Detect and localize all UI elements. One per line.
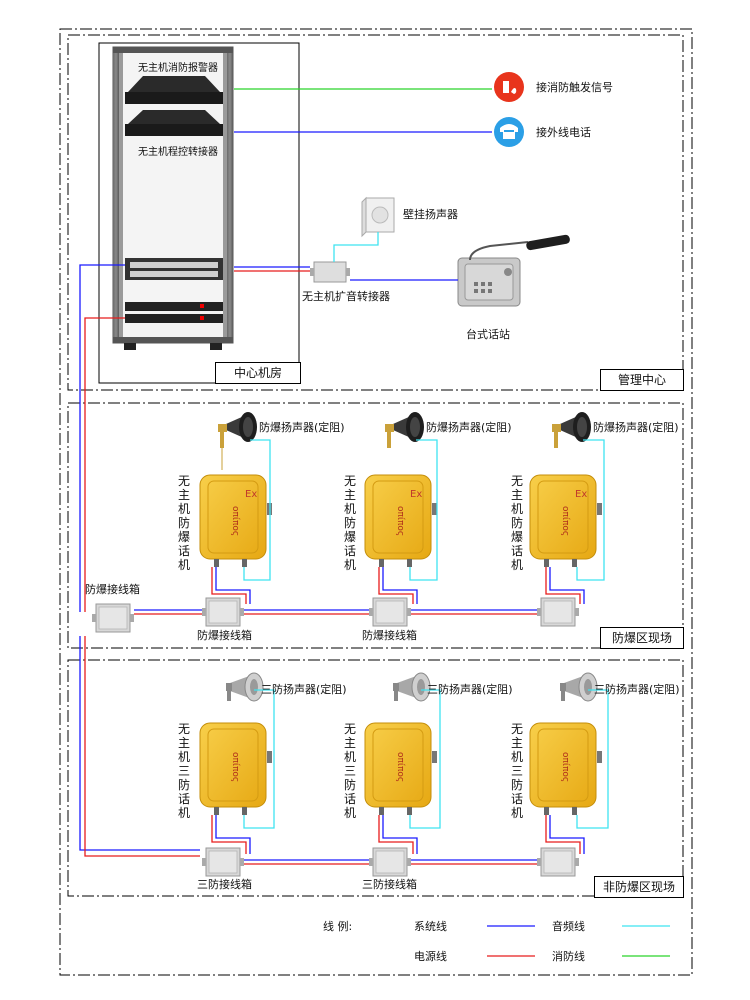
tri-proof-speaker-2 bbox=[392, 672, 431, 702]
tri-proof-junction-box-3 bbox=[536, 847, 580, 877]
pa-adapter-box bbox=[310, 261, 350, 283]
tri-proof-speaker-label-1: 三防扬声器(定阻) bbox=[261, 683, 347, 696]
explosion-junction-box-main bbox=[91, 603, 135, 633]
explosion-junction-label-1: 防爆接线箱 bbox=[197, 629, 252, 642]
ex-badge-1: Ex bbox=[245, 489, 258, 500]
desk-station-label: 台式话站 bbox=[466, 328, 510, 341]
tri-proof-junction-label-2: 三防接线箱 bbox=[362, 878, 417, 891]
explosion-speaker-1 bbox=[218, 412, 257, 448]
center-room-label: 中心机房 bbox=[215, 362, 301, 384]
tri-phone-brand-2: οπίπος bbox=[395, 752, 405, 783]
ex-badge-3: Ex bbox=[575, 489, 588, 500]
tri-proof-speaker-label-3: 三防扬声器(定阻) bbox=[594, 683, 680, 696]
explosion-phone-label-1: 无主机防爆话机 bbox=[177, 474, 190, 572]
explosion-junction-label-2: 防爆接线箱 bbox=[362, 629, 417, 642]
fire-signal-icon bbox=[494, 72, 524, 102]
outside-phone-label: 接外线电话 bbox=[536, 126, 591, 139]
equipment-rack bbox=[112, 46, 234, 350]
pa-adapter-label: 无主机扩音转接器 bbox=[302, 290, 390, 303]
explosion-zone-label: 防爆区现场 bbox=[600, 627, 684, 649]
phone-icon bbox=[494, 117, 524, 147]
legend-title: 线 例: bbox=[323, 920, 353, 933]
explosion-speaker-label-3: 防爆扬声器(定阻) bbox=[593, 421, 679, 434]
explosion-speaker-3 bbox=[552, 412, 591, 448]
tri-proof-junction-label-1: 三防接线箱 bbox=[197, 878, 252, 891]
explosion-junction-box-2 bbox=[368, 597, 412, 627]
ex-badge-2: Ex bbox=[410, 489, 423, 500]
phone-brand-2: οπίπος bbox=[395, 506, 405, 537]
management-center-label: 管理中心 bbox=[600, 369, 684, 391]
desk-station-icon bbox=[457, 234, 570, 307]
tri-proof-phone-label-3: 无主机三防话机 bbox=[510, 722, 523, 820]
phone-brand-1: οπίπος bbox=[230, 506, 240, 537]
tri-proof-speaker-label-2: 三防扬声器(定阻) bbox=[427, 683, 513, 696]
fire-alarm-device-label: 无主机消防报警器 bbox=[138, 63, 218, 74]
explosion-speaker-2 bbox=[385, 412, 424, 448]
non-explosion-zone-label: 非防爆区现场 bbox=[594, 876, 684, 898]
legend-fire-label: 消防线 bbox=[552, 950, 585, 963]
legend-system-label: 系统线 bbox=[414, 920, 447, 933]
tri-proof-junction-box-2 bbox=[368, 847, 412, 877]
legend-audio-label: 音频线 bbox=[552, 920, 585, 933]
explosion-speaker-label-1: 防爆扬声器(定阻) bbox=[259, 421, 345, 434]
tri-proof-speaker-1 bbox=[225, 672, 264, 702]
tri-proof-junction-box-1 bbox=[201, 847, 245, 877]
explosion-phone-label-2: 无主机防爆话机 bbox=[343, 474, 356, 572]
wall-speaker-icon bbox=[361, 196, 395, 238]
tri-proof-phone-label-2: 无主机三防话机 bbox=[343, 722, 356, 820]
phone-brand-3: οπίπος bbox=[560, 506, 570, 537]
tri-phone-brand-1: οπίπος bbox=[230, 752, 240, 783]
tri-phone-brand-3: οπίπος bbox=[560, 752, 570, 783]
wall-speaker-label: 壁挂扬声器 bbox=[403, 208, 458, 221]
explosion-junction-box-1 bbox=[201, 597, 245, 627]
fire-signal-label: 接消防触发信号 bbox=[536, 81, 613, 94]
explosion-junction-box-3 bbox=[536, 597, 580, 627]
tri-proof-speaker-3 bbox=[559, 672, 598, 702]
pbx-device-label: 无主机程控转接器 bbox=[138, 147, 218, 158]
explosion-phone-label-3: 无主机防爆话机 bbox=[510, 474, 523, 572]
explosion-junction-main-label: 防爆接线箱 bbox=[85, 583, 140, 596]
tri-proof-phone-label-1: 无主机三防话机 bbox=[177, 722, 190, 820]
legend-power-label: 电源线 bbox=[414, 950, 447, 963]
explosion-speaker-label-2: 防爆扬声器(定阻) bbox=[426, 421, 512, 434]
